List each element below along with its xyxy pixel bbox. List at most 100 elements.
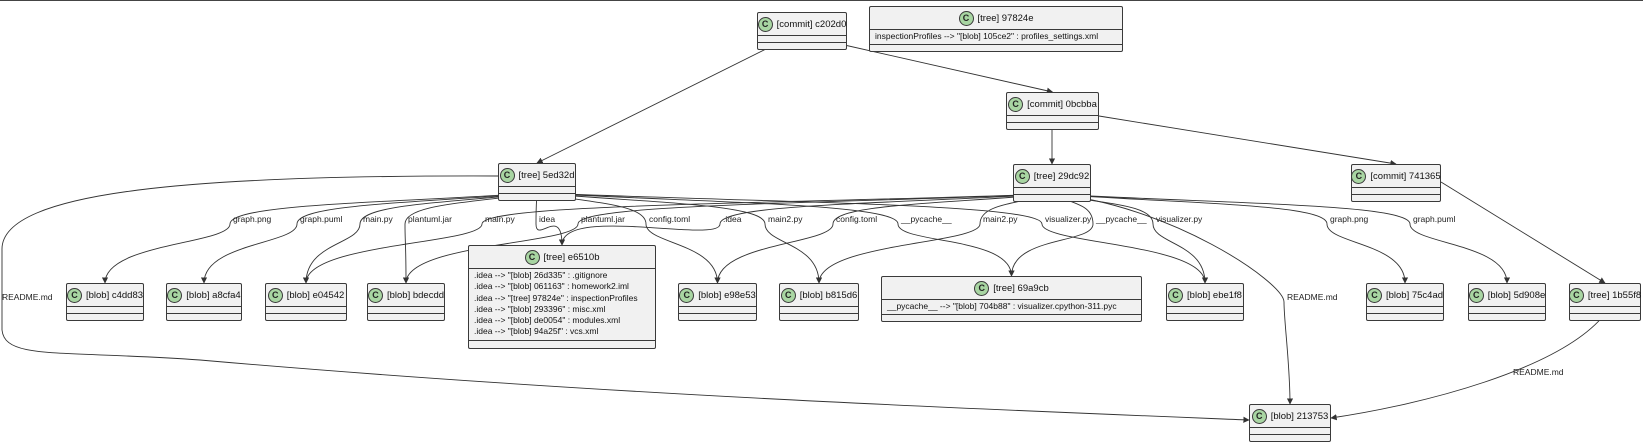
node-blob-c4dd83[interactable]: C[blob] c4dd83	[66, 283, 144, 321]
node-body	[1367, 306, 1443, 313]
node-methods-section	[368, 313, 444, 320]
edge-tree-5ed32d-to-tree-69a9cb	[536, 192, 1015, 277]
edge-label: idea	[539, 214, 555, 224]
node-methods-section	[1352, 194, 1440, 201]
class-icon: C	[167, 287, 183, 303]
node-blob-a8cfa4[interactable]: C[blob] a8cfa4	[166, 283, 242, 321]
node-body	[1167, 306, 1243, 313]
node-methods-section	[1469, 313, 1545, 320]
node-header: C[blob] e04542	[266, 284, 346, 306]
node-header: C[blob] 213753	[1250, 405, 1330, 427]
node-title: [tree] 69a9cb	[993, 282, 1049, 294]
node-row: .idea --> "[tree] 97824e" : inspectionPr…	[474, 292, 638, 303]
class-icon: C	[1251, 408, 1267, 424]
node-blob-5d908e[interactable]: C[blob] 5d908e	[1468, 283, 1546, 321]
edge-tree-5ed32d-to-blob-a8cfa4	[200, 192, 538, 284]
node-body	[780, 306, 858, 313]
edge-tree-5ed32d-to-blob-e98e53	[536, 192, 721, 284]
node-blob-213753[interactable]: C[blob] 213753	[1249, 404, 1331, 442]
node-title: [tree] 1b55f8	[1587, 289, 1642, 301]
node-header: C[tree] 29dc92	[1014, 165, 1090, 187]
edge-label: graph.puml	[300, 214, 343, 224]
node-body	[167, 306, 241, 313]
edge-label: graph.png	[1330, 214, 1369, 224]
edge-tree-5ed32d-to-blob-c4dd83	[101, 192, 538, 284]
node-title: [blob] e04542	[286, 289, 345, 301]
node-methods-section	[266, 313, 346, 320]
node-commit-c202d0[interactable]: C[commit] c202d0	[757, 12, 847, 50]
edge-commit-c202d0-to-tree-5ed32d	[536, 43, 777, 164]
node-methods-section	[167, 313, 241, 320]
node-title: [blob] 5d908e	[1487, 289, 1546, 301]
node-methods-section	[67, 313, 143, 320]
edge-tree-29dc92-to-blob-e04542	[302, 193, 1053, 284]
node-methods-section	[679, 313, 756, 320]
node-blob-ebe1f8[interactable]: C[blob] ebe1f8	[1166, 283, 1244, 321]
class-icon: C	[1568, 287, 1584, 303]
edge-label: main2.py	[768, 214, 803, 224]
edge-label: plantuml.jar	[408, 214, 452, 224]
edge-tree-29dc92-to-blob-e98e53	[714, 193, 1053, 284]
edge-tree-1b55f8-to-blob-213753	[1330, 313, 1606, 421]
node-body	[1250, 427, 1330, 434]
node-title: [blob] 213753	[1270, 410, 1329, 422]
node-methods-section	[780, 313, 858, 320]
node-title: [tree] 29dc92	[1033, 170, 1090, 182]
node-tree-5ed32d[interactable]: C[tree] 5ed32d	[498, 163, 576, 201]
node-methods-section	[469, 339, 655, 347]
edge-tree-29dc92-to-blob-5d908e	[1051, 193, 1511, 284]
edge-commit-741365-to-tree-1b55f8	[1440, 181, 1606, 284]
node-body	[1014, 187, 1090, 194]
node-commit-741365[interactable]: C[commit] 741365	[1351, 164, 1441, 202]
edge-tree-29dc92-to-blob-213753	[1051, 193, 1294, 405]
class-icon: C	[1014, 168, 1030, 184]
node-title: [blob] c4dd83	[85, 289, 144, 301]
node-tree-29dc92[interactable]: C[tree] 29dc92	[1013, 164, 1091, 202]
node-title: [tree] 97824e	[977, 12, 1034, 24]
node-methods-section	[870, 44, 1122, 51]
node-blob-75c4ad[interactable]: C[blob] 75c4ad	[1366, 283, 1444, 321]
node-methods-section	[1367, 313, 1443, 320]
edge-label: visualizer.py	[1156, 214, 1203, 224]
edge-tree-29dc92-to-tree-69a9cb	[1008, 193, 1094, 277]
node-tree-1b55f8[interactable]: C[tree] 1b55f8	[1568, 283, 1642, 321]
edge-label: __pycache__	[1095, 214, 1147, 224]
edge-tree-5ed32d-to-blob-b815d6	[536, 192, 823, 284]
node-methods-section	[1250, 434, 1330, 441]
node-header: C[tree] 69a9cb	[882, 277, 1141, 299]
node-header: C[commit] 741365	[1351, 165, 1441, 187]
edge-label: main.py	[363, 214, 394, 224]
node-body: __pycache__ --> "[blob] 704b88" : visual…	[882, 299, 1141, 314]
edge-tree-29dc92-to-blob-ebe1f8	[1051, 193, 1209, 284]
node-title: [blob] b815d6	[799, 289, 858, 301]
node-blob-bdecdd[interactable]: C[blob] bdecdd	[367, 283, 445, 321]
class-icon: C	[1366, 287, 1382, 303]
node-tree-e6510b[interactable]: C[tree] e6510b.idea --> "[blob] 26d335" …	[468, 245, 656, 349]
node-body	[679, 306, 756, 313]
node-blob-b815d6[interactable]: C[blob] b815d6	[779, 283, 859, 321]
node-title: [blob] bdecdd	[386, 289, 445, 301]
node-commit-0bcbba[interactable]: C[commit] 0bcbba	[1006, 92, 1099, 130]
node-methods-section	[1167, 313, 1243, 320]
node-methods-section	[1014, 194, 1090, 201]
node-body	[758, 35, 846, 42]
node-row: .idea --> "[blob] 293396" : misc.xml	[474, 303, 606, 314]
node-header: C[blob] ebe1f8	[1167, 284, 1243, 306]
class-icon: C	[499, 167, 515, 183]
node-body	[67, 306, 143, 313]
edge-label: README.md	[1287, 292, 1338, 302]
class-icon: C	[267, 287, 283, 303]
edge-label: README.md	[2, 292, 53, 302]
edge-label: .idea	[723, 214, 742, 224]
edge-commit-0bcbba-to-commit-741365	[1098, 115, 1397, 167]
node-blob-e98e53[interactable]: C[blob] e98e53	[678, 283, 757, 321]
node-tree-69a9cb[interactable]: C[tree] 69a9cb__pycache__ --> "[blob] 70…	[881, 276, 1142, 323]
node-header: C[blob] 75c4ad	[1366, 284, 1443, 306]
class-icon: C	[974, 280, 990, 296]
node-body	[1352, 187, 1440, 194]
node-header: C[tree] 1b55f8	[1568, 284, 1642, 306]
node-row: .idea --> "[blob] 94a25f" : vcs.xml	[474, 326, 599, 337]
node-blob-e04542[interactable]: C[blob] e04542	[265, 283, 347, 321]
